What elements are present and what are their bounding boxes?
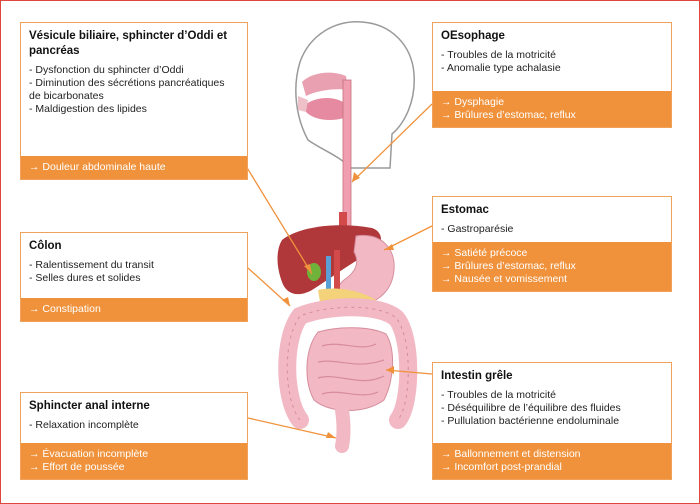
colon-effects: → Constipation <box>21 298 247 321</box>
intestine-item: - Pullulation bactérienne endoluminale <box>441 415 620 427</box>
blood-vessels <box>334 250 340 300</box>
pointer-gallbladder <box>245 165 313 275</box>
intestine-item: - Déséquilibre de l’équilibre des fluide… <box>441 402 621 414</box>
stomach-effect: → Brûlures d’estomac, reflux <box>441 260 576 272</box>
colon-title: Côlon <box>29 240 62 252</box>
colon-item: - Ralentissement du transit <box>29 259 154 271</box>
head-outline <box>295 21 415 169</box>
gallbladder-effects: → Douleur abdominale haute <box>21 156 247 179</box>
gallbladder-title: Vésicule biliaire, sphincter d’Oddi et p… <box>29 30 228 57</box>
anal-effect: → Effort de poussée <box>29 461 125 473</box>
intestine-title: Intestin grêle <box>441 370 513 382</box>
gallbladder-item: - Maldigestion des lipides <box>29 103 147 115</box>
oral-cavity <box>302 72 348 96</box>
gallbladder-item: - Dysfonction du sphincter d’Oddi <box>29 64 184 76</box>
anal-title: Sphincter anal interne <box>29 400 150 412</box>
stomach-effect: → Satiété précoce <box>441 247 528 259</box>
anal-effects: → Évacuation incomplète → Effort de pous… <box>21 443 247 479</box>
intestine-effect: → Ballonnement et distension <box>441 448 581 460</box>
intestine-effects: → Ballonnement et distension → Incomfort… <box>433 443 671 479</box>
lips <box>298 96 308 112</box>
anal-item: - Relaxation incomplète <box>29 419 139 431</box>
pointer-esophagus <box>351 103 433 183</box>
intestine-effect: → Incomfort post-prandial <box>441 461 562 473</box>
esophagus-item: - Troubles de la motricité <box>441 49 556 61</box>
stomach-box: Estomac - Gastroparésie → Satiété précoc… <box>432 196 672 292</box>
esophagus-item: - Anomalie type achalasie <box>441 62 561 74</box>
stomach-item: - Gastroparésie <box>441 223 514 235</box>
small-intestine <box>306 327 394 411</box>
colon-box: Côlon - Ralentissement du transit - Sell… <box>20 232 248 322</box>
esophagus-effect: → Brûlures d’estomac, reflux <box>441 109 576 121</box>
esophagus-effect: → Dysphagie <box>441 96 505 108</box>
anal-effect: → Évacuation incomplète <box>29 448 149 460</box>
gallbladder-item: - Diminution des sécrétions pancréatique… <box>29 77 225 102</box>
intestine-item: - Troubles de la motricité <box>441 389 556 401</box>
gallbladder-effect: → Douleur abdominale haute <box>29 161 166 173</box>
esophagus-lower <box>339 212 347 234</box>
anal-box: Sphincter anal interne - Relaxation inco… <box>20 392 248 480</box>
gallbladder-box: Vésicule biliaire, sphincter d’Oddi et p… <box>20 22 248 180</box>
intestine-box: Intestin grêle - Troubles de la motricit… <box>432 362 672 480</box>
pointer-anal <box>247 417 337 439</box>
esophagus-effects: → Dysphagie → Brûlures d’estomac, reflux <box>433 91 671 127</box>
rectum <box>335 403 351 453</box>
stomach-effect: → Nausée et vomissement <box>441 273 568 285</box>
esophagus-box: OEsophage - Troubles de la motricité - A… <box>432 22 672 128</box>
stomach-title: Estomac <box>441 204 489 216</box>
colon-item: - Selles dures et solides <box>29 272 141 284</box>
esophagus-title: OEsophage <box>441 30 505 42</box>
tongue <box>306 98 346 120</box>
colon-effect: → Constipation <box>29 303 101 315</box>
esophagus <box>342 79 352 231</box>
blood-vessels-blue <box>326 256 331 296</box>
stomach-effects: → Satiété précoce → Brûlures d’estomac, … <box>433 242 671 291</box>
